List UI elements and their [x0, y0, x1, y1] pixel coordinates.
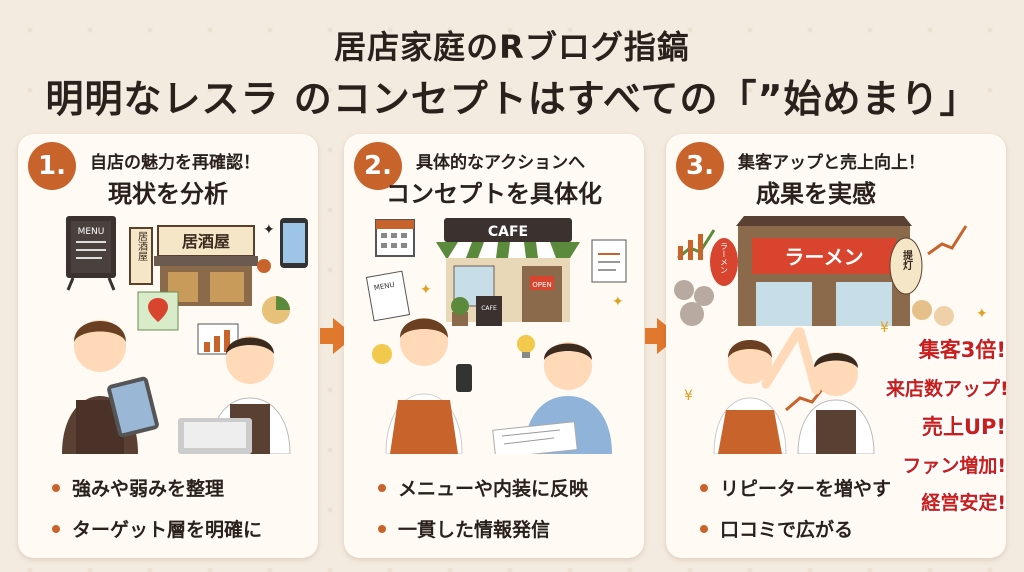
man-staff-figure	[492, 342, 612, 454]
step-subtitle-1: 自店の魅力を再確認！	[90, 153, 260, 173]
menu-board-label: MENU	[78, 227, 105, 237]
step-bullets-2: メニューや内装に反映 一貫した情報発信	[378, 474, 588, 556]
bullet-item: 口コミで広がる	[700, 515, 891, 542]
woman-staff-figure	[385, 318, 472, 454]
growth-chart-icon	[677, 229, 716, 260]
vertical-sign-icon: 居酒屋	[129, 227, 153, 285]
bullet-dot-icon	[378, 524, 386, 533]
menu-board-icon: MENU	[66, 216, 116, 291]
pie-chart-icon	[262, 296, 290, 324]
step-card-2: 2. 具体的なアクションへ コンセプトを具体化 CAFE OPEN MENU	[344, 134, 644, 558]
map-icon	[137, 291, 179, 331]
bullet-dot-icon	[52, 483, 60, 492]
result-item: 来店数アップ!	[886, 378, 1006, 400]
vertical-sign-text: 居酒屋	[136, 231, 148, 261]
result-callouts: 集客3倍! 来店数アップ! 売上UP! ファン増加! 経営安定!	[886, 334, 1006, 525]
sparkle-icon: ✦	[263, 222, 275, 238]
bullet-item: ターゲット層を明確に	[52, 515, 262, 542]
sparkle-icon: ✦	[612, 294, 624, 310]
step-subtitle-2: 具体的なアクションへ	[416, 153, 586, 173]
bullet-dot-icon	[700, 483, 708, 492]
growth-chart-icon	[927, 225, 968, 256]
lantern-icon: 提灯	[889, 237, 923, 295]
result-item: ファン増加!	[902, 455, 1006, 477]
ramen-shop-icon: ラーメン	[736, 216, 912, 326]
svg-text:MENU: MENU	[373, 281, 395, 292]
bullet-item: 一貫した情報発信	[378, 515, 588, 542]
svg-text:提灯: 提灯	[901, 249, 913, 271]
yen-coin-icon: ¥	[684, 388, 693, 404]
bullet-dot-icon	[700, 524, 708, 533]
step-number-1: 1.	[28, 142, 76, 190]
bullet-item: メニューや内装に反映	[378, 474, 588, 501]
sparkle-icon: ✦	[976, 306, 988, 322]
shop-sign-text: 居酒屋	[182, 232, 230, 251]
bullet-item: リピーターを増やす	[700, 474, 891, 501]
bullet-dot-icon	[378, 483, 386, 492]
woman-staff-figure	[713, 327, 803, 454]
step-heading-2: コンセプトを具体化	[386, 180, 602, 208]
svg-text:CAFE: CAFE	[481, 305, 497, 312]
lightbulb-icon	[517, 335, 535, 358]
step-subtitle-3: 集客アップと売上向上！	[738, 153, 925, 173]
woman-staff-figure	[62, 320, 159, 454]
izakaya-shop-icon: 居酒屋	[154, 225, 271, 306]
calendar-icon	[375, 219, 415, 257]
smiley-icon	[372, 344, 392, 364]
open-sign-text: OPEN	[532, 281, 551, 289]
menu-book-icon	[591, 239, 627, 283]
man-staff-figure	[178, 336, 291, 454]
chalkboard-icon: CAFE	[476, 296, 502, 326]
step-card-3: 3. 集客アップと売上向上！ 成果を実感 ラーメン ラーメン 提灯	[666, 134, 1006, 558]
yen-coin-icon: ¥	[880, 320, 889, 336]
lantern-icon: ラーメン	[710, 238, 738, 286]
analysis-scene-illustration: MENU 居酒屋 居酒屋 ✦	[62, 216, 308, 454]
result-item: 売上UP!	[921, 415, 1006, 439]
plant-icon	[451, 297, 469, 326]
page-title-line1: 居店家庭のRブログ指鎬	[334, 28, 690, 66]
step-heading-3: 成果を実感	[756, 180, 876, 208]
result-item: 経営安定!	[921, 492, 1006, 514]
result-item: 集客3倍!	[918, 338, 1006, 362]
step-card-1: 1. 自店の魅力を再確認！ 現状を分析 MENU 居酒屋 居酒屋	[18, 134, 318, 558]
customer-crowd-icon	[674, 280, 954, 326]
step-bullets-1: 強みや弱みを整理 ターゲット層を明確に	[52, 474, 262, 556]
step-number-2: 2.	[354, 142, 402, 190]
cafe-sign-text: CAFE	[488, 224, 528, 240]
svg-text:ラーメン: ラーメン	[720, 242, 729, 274]
concept-scene-illustration: CAFE OPEN MENU CAFE ✦ ✦	[365, 218, 627, 454]
arrow-shaft-1	[320, 328, 334, 344]
arrow-shaft-2	[645, 328, 659, 344]
man-staff-figure	[795, 327, 875, 454]
result-scene-illustration: ラーメン ラーメン 提灯 ¥ ¥ ✦	[674, 216, 988, 454]
ramen-sign-text: ラーメン	[784, 245, 863, 269]
step-heading-1: 現状を分析	[108, 180, 228, 208]
step-bullets-3: リピーターを増やす 口コミで広がる	[700, 474, 891, 556]
sparkle-icon: ✦	[420, 282, 432, 298]
menu-card-icon: MENU	[365, 270, 411, 322]
page-title-line2: 明明なレスラ のコンセプトはすべての「”始めまり」	[45, 77, 979, 121]
smartphone-icon	[280, 218, 308, 268]
bullet-dot-icon	[52, 524, 60, 533]
bullet-item: 強みや弱みを整理	[52, 474, 262, 501]
step-number-3: 3.	[676, 142, 724, 190]
